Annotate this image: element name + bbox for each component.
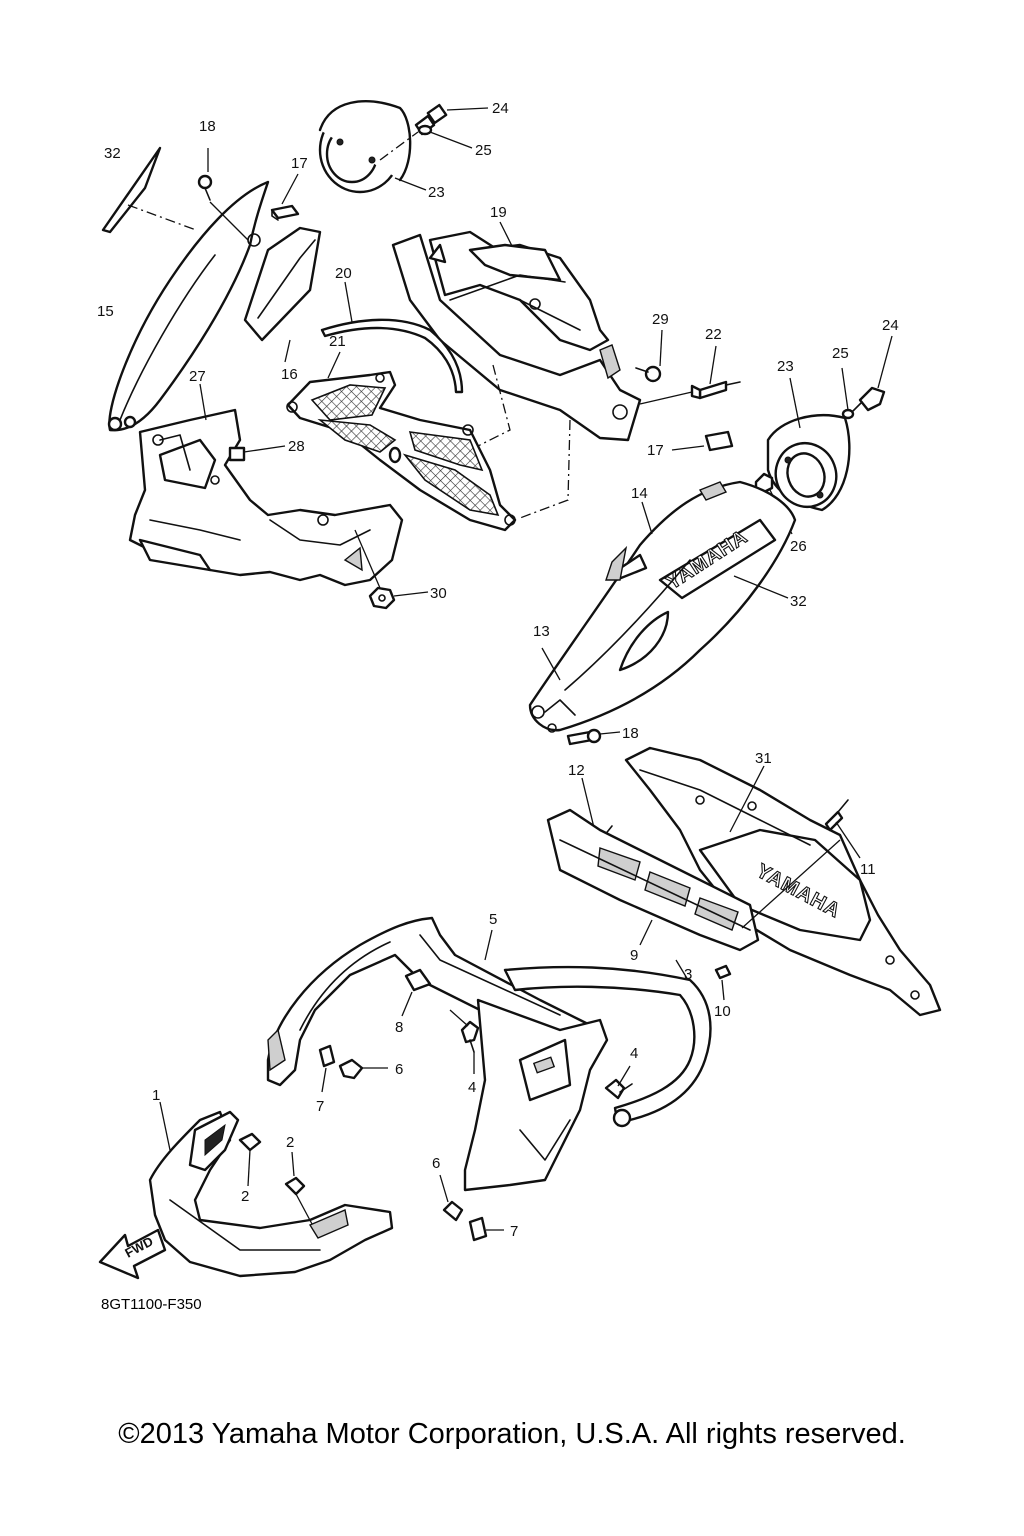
copyright-notice: ©2013 Yamaha Motor Corporation, U.S.A. A… <box>118 1418 906 1450</box>
callout-label: 32 <box>104 145 121 162</box>
callout-labels: 18 32 17 24 25 23 19 20 15 29 22 24 21 2… <box>97 100 899 1240</box>
callout-label: 7 <box>510 1223 518 1240</box>
callout-label: 28 <box>288 438 305 455</box>
bolt-24-right <box>851 386 886 413</box>
duct-cap-23-upper <box>318 100 412 194</box>
screw-29 <box>635 365 662 383</box>
callout-label: 31 <box>755 750 772 767</box>
callout-label: 12 <box>568 762 585 779</box>
part-code: 8GT1100-F350 <box>101 1296 202 1313</box>
callout-label: 6 <box>432 1155 440 1172</box>
callout-label: 9 <box>630 947 638 964</box>
callout-label: 2 <box>241 1188 249 1205</box>
callout-label: 15 <box>97 303 114 320</box>
clip-28 <box>228 446 246 462</box>
pad-17-upper <box>270 204 300 221</box>
callout-label: 13 <box>533 623 550 640</box>
panel-16 <box>243 226 322 342</box>
callout-label: 2 <box>286 1134 294 1151</box>
clip-7-lower <box>468 1216 488 1242</box>
screw-18-lower <box>566 728 602 746</box>
duct-cap-23-right <box>766 414 851 512</box>
callout-label: 21 <box>329 333 346 350</box>
inner-panel-27 <box>128 408 404 587</box>
vent-bracket-9 <box>546 808 760 952</box>
decal-strip-32 <box>101 146 162 234</box>
callout-label: 27 <box>189 368 206 385</box>
bolt-4-right <box>604 1078 633 1100</box>
callout-label: 18 <box>199 118 216 135</box>
callout-label: 17 <box>647 442 664 459</box>
bolt-4-mid <box>460 1020 480 1053</box>
callout-label: 18 <box>622 725 639 742</box>
callout-label: 10 <box>714 1003 731 1020</box>
callout-label: 7 <box>316 1098 324 1115</box>
bolt-6-left <box>338 1058 364 1080</box>
front-lower-cover-1 <box>148 1110 394 1278</box>
callout-label: 11 <box>860 861 876 878</box>
bolt-6-lower <box>442 1200 464 1222</box>
callout-label: 8 <box>395 1019 403 1036</box>
side-cowl-13: YAMAHA <box>528 480 797 733</box>
callout-label: 19 <box>490 204 507 221</box>
mesh-bracket-21 <box>286 370 517 532</box>
clip-7-left <box>318 1044 336 1068</box>
strip-20 <box>320 318 464 394</box>
upper-housing-19 <box>391 230 642 442</box>
screw-2-upper <box>238 1132 262 1152</box>
callout-label: 26 <box>790 538 807 555</box>
callout-label: 4 <box>630 1045 638 1062</box>
callout-label: 25 <box>475 142 492 159</box>
callout-label: 6 <box>395 1061 403 1078</box>
callout-label: 14 <box>631 485 648 502</box>
callout-label: 25 <box>832 345 849 362</box>
callout-label: 24 <box>492 100 509 117</box>
pad-8 <box>404 968 432 992</box>
callout-label: 22 <box>705 326 722 343</box>
washer-25-upper <box>417 124 433 136</box>
lower-intake-31: YAMAHA <box>624 746 942 1017</box>
lower-cowl-5 <box>266 916 602 1087</box>
callout-label: 5 <box>489 911 497 928</box>
forward-arrow-icon: FWD <box>98 1228 167 1280</box>
callout-label: 4 <box>468 1079 476 1096</box>
lower-cowl-3 <box>463 965 712 1192</box>
callout-label: 24 <box>882 317 899 334</box>
screw-2-lower <box>284 1176 306 1196</box>
callout-label: 32 <box>790 593 807 610</box>
callout-label: 17 <box>291 155 308 172</box>
callout-label: 16 <box>281 366 298 383</box>
callout-label: 20 <box>335 265 352 282</box>
callout-label: 23 <box>777 358 794 375</box>
screw-18-upper <box>197 174 213 201</box>
callout-label: 29 <box>652 311 669 328</box>
callout-label: 30 <box>430 585 447 602</box>
callout-label: 1 <box>152 1087 160 1104</box>
side-cowl-15 <box>107 180 270 432</box>
nut-30 <box>368 586 396 610</box>
rivet-11 <box>824 799 849 832</box>
pad-17-right <box>704 430 734 452</box>
callout-label: 3 <box>684 966 692 983</box>
washer-25-right <box>841 408 855 420</box>
rivet-22 <box>690 380 741 400</box>
washer-10 <box>714 964 732 980</box>
callout-label: 23 <box>428 184 445 201</box>
